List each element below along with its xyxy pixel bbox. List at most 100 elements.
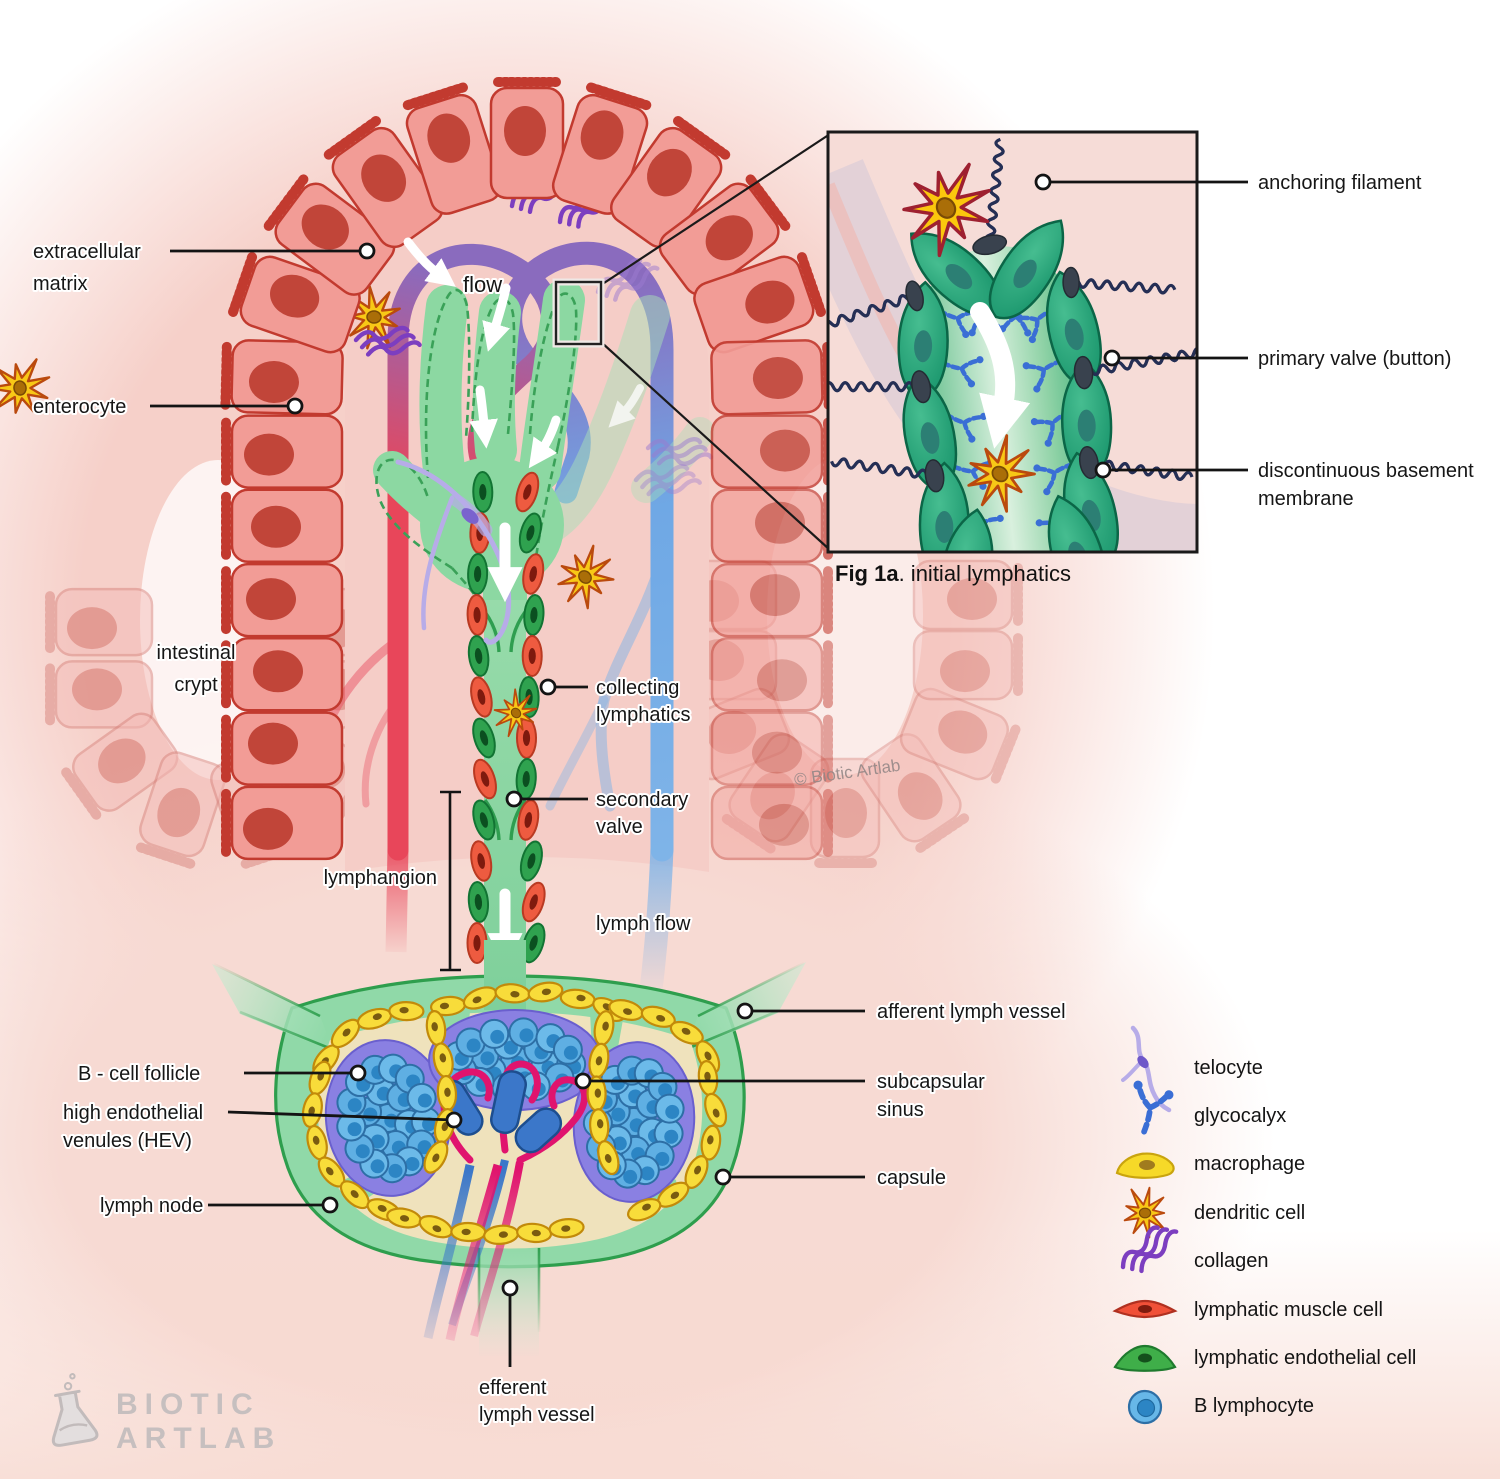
label-extracellular-matrix-2: matrix	[33, 273, 87, 295]
enterocyte-cell	[221, 414, 344, 489]
macrophage	[700, 1124, 722, 1161]
brand-line2: ARTLAB	[116, 1422, 281, 1455]
dendritic-cell	[493, 688, 538, 738]
legend-label: dendritic cell	[1194, 1201, 1306, 1224]
dendritic-cell	[348, 285, 401, 350]
enterocyte-cell	[658, 174, 791, 296]
lymphatic-muscle-cell	[522, 553, 545, 595]
macrophage	[301, 1092, 323, 1128]
lymphatic-endothelial-cell	[523, 594, 545, 636]
enterocyte-cell	[61, 712, 179, 820]
zoom-source-box	[552, 278, 605, 348]
label-efferent-lymph-vessel-2: lymph vessel	[479, 1404, 595, 1426]
enterocyte-cell	[912, 559, 1023, 631]
legend-label: B lymphocyte	[1194, 1395, 1315, 1418]
enterocyte-cell	[710, 785, 833, 861]
label-intestinal-crypt: intestinal	[157, 642, 236, 664]
enterocyte-cell	[899, 687, 1021, 785]
label-primary-valve: primary valve (button)	[1258, 348, 1451, 370]
glycocalyx-icon	[1133, 1080, 1174, 1135]
lymphatic-endothelial-cell	[467, 635, 490, 677]
legend-row-collagen: collagen	[1108, 1225, 1498, 1286]
legend-row-glycocalyx: glycocalyx	[1108, 1080, 1498, 1140]
macrophage	[588, 1042, 610, 1079]
label-lymph-flow: lymph flow	[596, 913, 691, 935]
enterocyte-cell	[221, 785, 344, 861]
legend-label: lymphatic endothelial cell	[1194, 1347, 1417, 1370]
label-hev-2: venules (HEV)	[63, 1130, 192, 1152]
label-lymphangion: lymphangion	[324, 867, 437, 889]
enterocyte-cell	[221, 562, 344, 638]
macrophage	[527, 981, 564, 1003]
legend-row-lymphatic-endothelial-cell: lymphatic endothelial cell	[1108, 1334, 1498, 1382]
enterocyte-cell	[693, 252, 826, 354]
inset-caption: Fig 1a. initial lymphatics	[835, 561, 1071, 586]
flow-arrows	[403, 237, 644, 969]
lymphatic-endothelial-cell	[519, 840, 543, 882]
villus-epithelium	[220, 77, 834, 861]
label-efferent-lymph-vessel: efferent	[479, 1377, 547, 1399]
enterocyte-cell	[710, 562, 833, 638]
primary-valve-button	[911, 370, 932, 404]
collagen-fibers	[645, 436, 714, 466]
enterocyte-cell	[323, 115, 444, 249]
enterocyte-cell	[710, 414, 833, 489]
enterocyte-cell	[45, 587, 154, 657]
lymphatic-endothelial-cell	[518, 512, 542, 554]
macrophage	[423, 1140, 449, 1174]
macrophage	[356, 1007, 393, 1030]
legend-label: macrophage	[1194, 1153, 1306, 1176]
enterocyte-cell	[809, 757, 881, 868]
lymphatic-muscle-cell	[521, 881, 546, 923]
lymphatic-endothelial-cell	[472, 799, 496, 841]
high-endothelial-venules	[423, 1060, 588, 1341]
lymphatic-endothelial-cell-icon	[1113, 1344, 1177, 1372]
lymphatic-endothelial-cell	[902, 373, 958, 491]
label-collecting-lymphatics-2: lymphatics	[596, 704, 690, 726]
label-intestinal-crypt-2: crypt	[174, 674, 218, 696]
lymph-node	[212, 940, 806, 1356]
enterocyte-cell	[135, 751, 226, 869]
dendritic-cell	[557, 544, 615, 610]
label-afferent-lymph-vessel: afferent lymph vessel	[877, 1001, 1066, 1023]
enterocyte-cell	[221, 488, 344, 564]
label-capsule: capsule	[877, 1167, 946, 1189]
collagen-icon	[1120, 1225, 1179, 1273]
macrophage-icon	[1115, 1152, 1175, 1179]
enterocyte-cell	[220, 339, 344, 416]
afferent-lymph-vessel-left	[212, 964, 334, 1052]
glycocalyx	[1033, 462, 1075, 496]
macrophage	[608, 999, 644, 1021]
macrophage	[483, 1224, 520, 1245]
macrophage	[597, 1140, 620, 1176]
label-subcapsular-sinus-2: sinus	[877, 1099, 924, 1121]
legend-label: collagen	[1194, 1250, 1269, 1273]
legend-row-b-lymphocyte: B lymphocyte	[1108, 1383, 1498, 1431]
vein-tail	[638, 847, 674, 1000]
enterocyte-cell	[263, 174, 396, 296]
anchoring-filament	[828, 381, 923, 393]
macrophage	[388, 1000, 425, 1022]
lymphatic-endothelial-cell	[467, 881, 490, 923]
macrophage	[704, 1092, 728, 1128]
lymphatic-muscle-cell-icon	[1112, 1300, 1178, 1319]
macrophage	[669, 1020, 704, 1045]
macrophage	[494, 983, 531, 1004]
flask-icon	[51, 1373, 99, 1447]
label-extracellular-matrix: extracellular	[33, 241, 141, 263]
brand-line1: BIOTIC	[116, 1388, 260, 1421]
label-discontinuous-basement-membrane-2: membrane	[1258, 488, 1354, 510]
legend-row-dendritic-cell: dendritic cell	[1108, 1187, 1498, 1239]
enterocyte-cell	[912, 629, 1023, 701]
enterocyte-cell	[710, 637, 833, 712]
enterocyte-cell	[720, 733, 830, 854]
collagen-fibers	[353, 325, 422, 357]
label-discontinuous-basement-membrane: discontinuous basement	[1258, 460, 1474, 482]
label-subcapsular-sinus: subcapsular	[877, 1071, 985, 1093]
lymphatic-muscle-cell	[473, 758, 497, 800]
lymphatic-endothelial-cell	[472, 717, 496, 759]
enterocyte-cell	[710, 339, 834, 416]
collagen-fibers	[633, 464, 702, 497]
